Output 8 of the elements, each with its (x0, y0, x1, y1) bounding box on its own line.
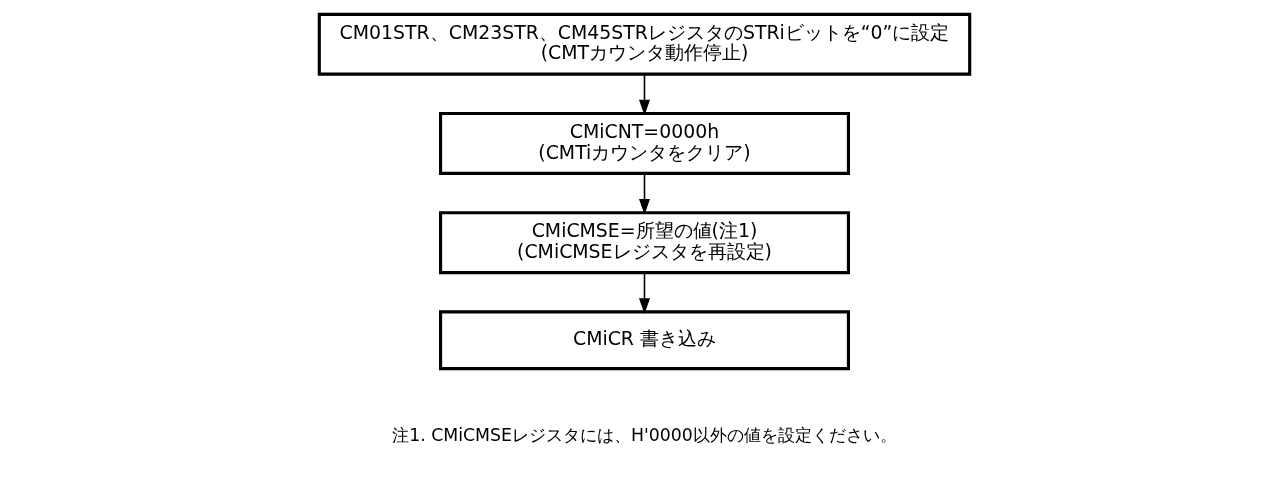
label: 注1. CMiCMSEレジスタには、H'0000以外の値を設定ください。 (391, 424, 897, 445)
arrow (638, 173, 650, 215)
node-box: CMiCMSE=所望の値(注1) (CMiCMSEレジスタを再設定) (438, 211, 850, 275)
node-box: CMiCNT=0000h (CMTiカウンタをクリア) (438, 111, 850, 175)
arrow (638, 271, 650, 315)
node-box: CMiCR 書き込み (438, 310, 850, 371)
arrow (638, 73, 650, 116)
node-box: CM01STR、CM23STR、CM45STRレジスタのSTRiビットを“0”に設定 (CMTカウンタ動作停止) (317, 12, 971, 76)
